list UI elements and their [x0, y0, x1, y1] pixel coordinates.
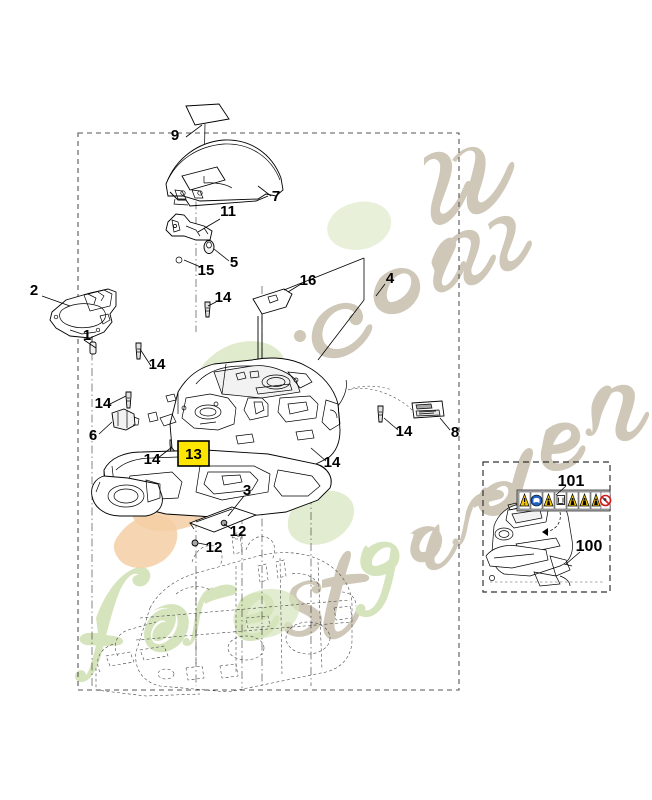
- callout-14-b: 14: [149, 356, 166, 373]
- callout-13-highlighted[interactable]: 13: [177, 440, 210, 467]
- part-15-washer: [175, 256, 183, 264]
- part-8-sticker: [347, 387, 445, 419]
- callout-13-label: 13: [185, 446, 202, 463]
- callout-12-a: 12: [230, 523, 247, 540]
- inset-housing-illustration: [485, 499, 604, 587]
- callout-6: 6: [89, 427, 97, 444]
- callout-8: 8: [451, 424, 459, 441]
- callout-1: 1: [83, 327, 91, 344]
- callout-5: 5: [230, 254, 238, 271]
- decal-icon-thrown-objects: [542, 491, 555, 510]
- main-frame-border: [77, 132, 460, 691]
- screw: [377, 405, 384, 423]
- callout-14-a: 14: [215, 289, 232, 306]
- main-housing-assembly: [91, 357, 393, 519]
- callout-3: 3: [243, 482, 251, 499]
- screw: [135, 342, 142, 360]
- decal-icon-keep-distance: [554, 491, 567, 510]
- ghost-engine-block: [95, 532, 357, 697]
- callout-14-e: 14: [324, 454, 341, 471]
- part-6-clamp: [111, 408, 140, 431]
- decal-icon-hand-injury: [578, 491, 591, 510]
- callout-7: 7: [272, 188, 280, 205]
- callout-16: 16: [300, 272, 317, 289]
- part-5-grommet: [203, 240, 215, 254]
- callout-14-d: 14: [144, 451, 161, 468]
- callout-14-f: 14: [396, 423, 413, 440]
- part-11-bracket: [165, 213, 213, 241]
- highlight-box: [177, 440, 210, 467]
- inset-frame-border: [482, 461, 611, 593]
- part-3-gasket: [188, 506, 258, 533]
- callout-11: 11: [220, 203, 236, 220]
- callout-101: 101: [558, 473, 585, 490]
- callout-9: 9: [171, 127, 179, 144]
- warning-decal-101: [516, 485, 612, 565]
- callout-leader-lines: [41, 124, 451, 546]
- decal-icon-read-manual: [530, 491, 543, 510]
- decal-icon-warning-triangle: [518, 491, 531, 510]
- callout-15: 15: [198, 262, 215, 279]
- part-4-leader-bracket: [283, 257, 365, 361]
- decal-icon-no-riders: [599, 491, 612, 510]
- callout-4: 4: [386, 270, 395, 287]
- callout-100: 100: [576, 538, 603, 555]
- part-7-top-cover: [165, 139, 284, 207]
- callout-14-c: 14: [95, 395, 112, 412]
- callout-12-b: 12: [206, 539, 223, 556]
- decal-icon-blade-hazard: [566, 491, 579, 510]
- callout-2: 2: [30, 282, 38, 299]
- part-2-left-bracket: [49, 288, 117, 344]
